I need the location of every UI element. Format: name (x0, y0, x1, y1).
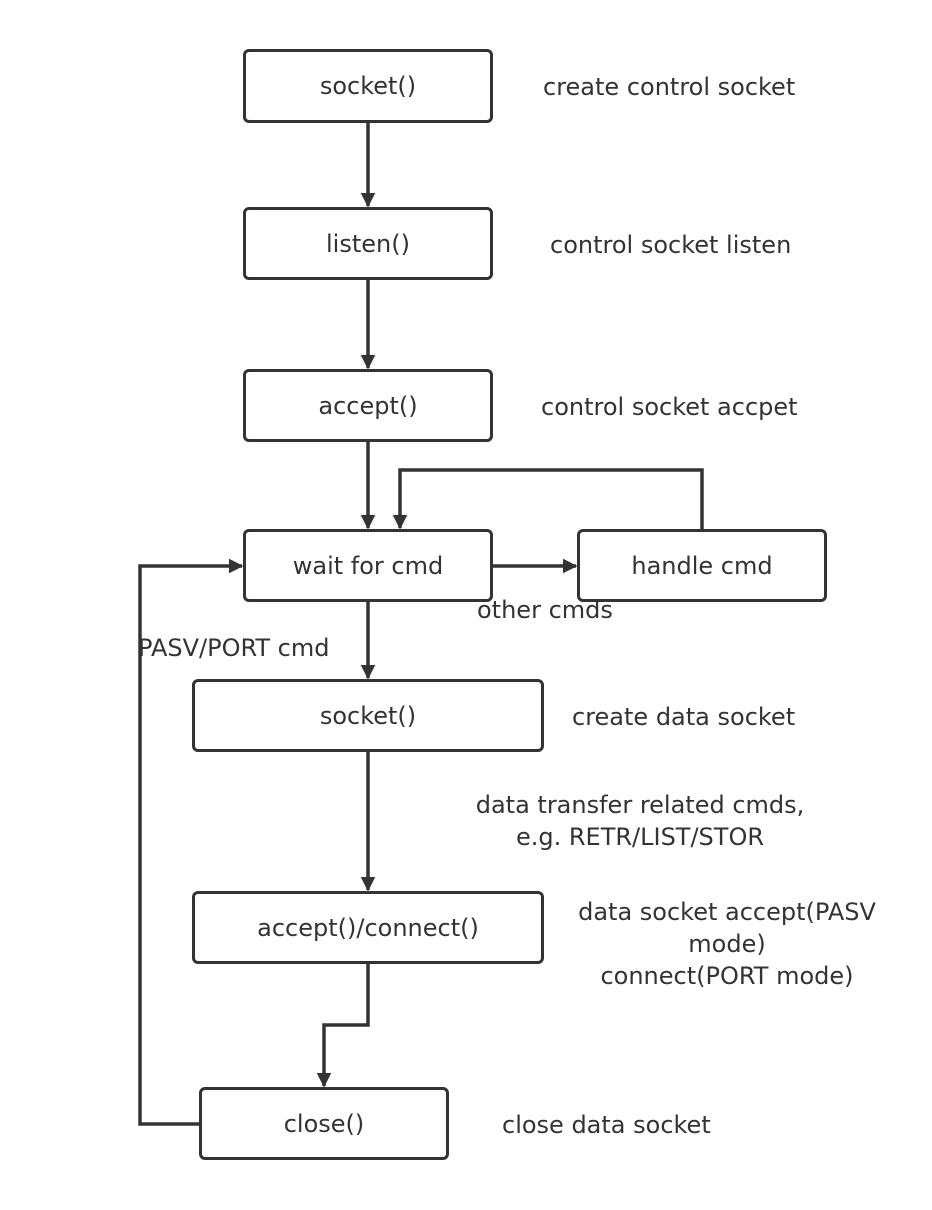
node-accept-control: accept() (243, 369, 493, 442)
arrow-accept-connect-to-close (316, 964, 370, 1088)
note-control-socket-listen: control socket listen (550, 231, 792, 259)
note-control-socket-accept: control socket accpet (541, 393, 798, 421)
node-wait-for-cmd: wait for cmd (243, 529, 493, 602)
note-data-accept-line-2: mode) (688, 930, 766, 958)
note-data-transfer-line-1: data transfer related cmds, (475, 791, 805, 819)
node-close: close() (199, 1087, 449, 1160)
node-wait-for-cmd-label: wait for cmd (292, 551, 444, 580)
node-socket-data: socket() (192, 679, 544, 752)
arrow-close-loop-back (138, 558, 244, 1126)
node-handle-cmd: handle cmd (577, 529, 827, 602)
node-socket-data-label: socket() (319, 701, 417, 730)
node-close-label: close() (283, 1109, 365, 1138)
note-pasv-port-cmd: PASV/PORT cmd (138, 634, 330, 662)
note-other-cmds: other cmds (477, 596, 613, 624)
note-data-transfer-cmds: data transfer related cmds, e.g. RETR/LI… (440, 789, 840, 853)
note-close-data-socket: close data socket (502, 1111, 711, 1139)
node-socket-control: socket() (243, 49, 493, 123)
note-data-transfer-line-2: e.g. RETR/LIST/STOR (515, 823, 765, 851)
arrow-handle-loop-back (392, 468, 704, 530)
note-data-accept-line-3: connect(PORT mode) (600, 962, 854, 990)
node-accept-control-label: accept() (318, 391, 418, 420)
note-data-socket-accept: data socket accept(PASV mode) connect(PO… (557, 896, 897, 992)
note-create-data-socket: create data socket (572, 703, 796, 731)
note-data-accept-line-1: data socket accept(PASV (578, 898, 876, 926)
node-socket-control-label: socket() (319, 72, 417, 100)
node-listen-label: listen() (326, 229, 410, 258)
note-create-control-socket: create control socket (543, 73, 796, 101)
node-accept-connect: accept()/connect() (192, 891, 544, 964)
node-handle-cmd-label: handle cmd (631, 551, 773, 580)
node-listen: listen() (243, 207, 493, 280)
node-accept-connect-label: accept()/connect() (257, 913, 479, 942)
